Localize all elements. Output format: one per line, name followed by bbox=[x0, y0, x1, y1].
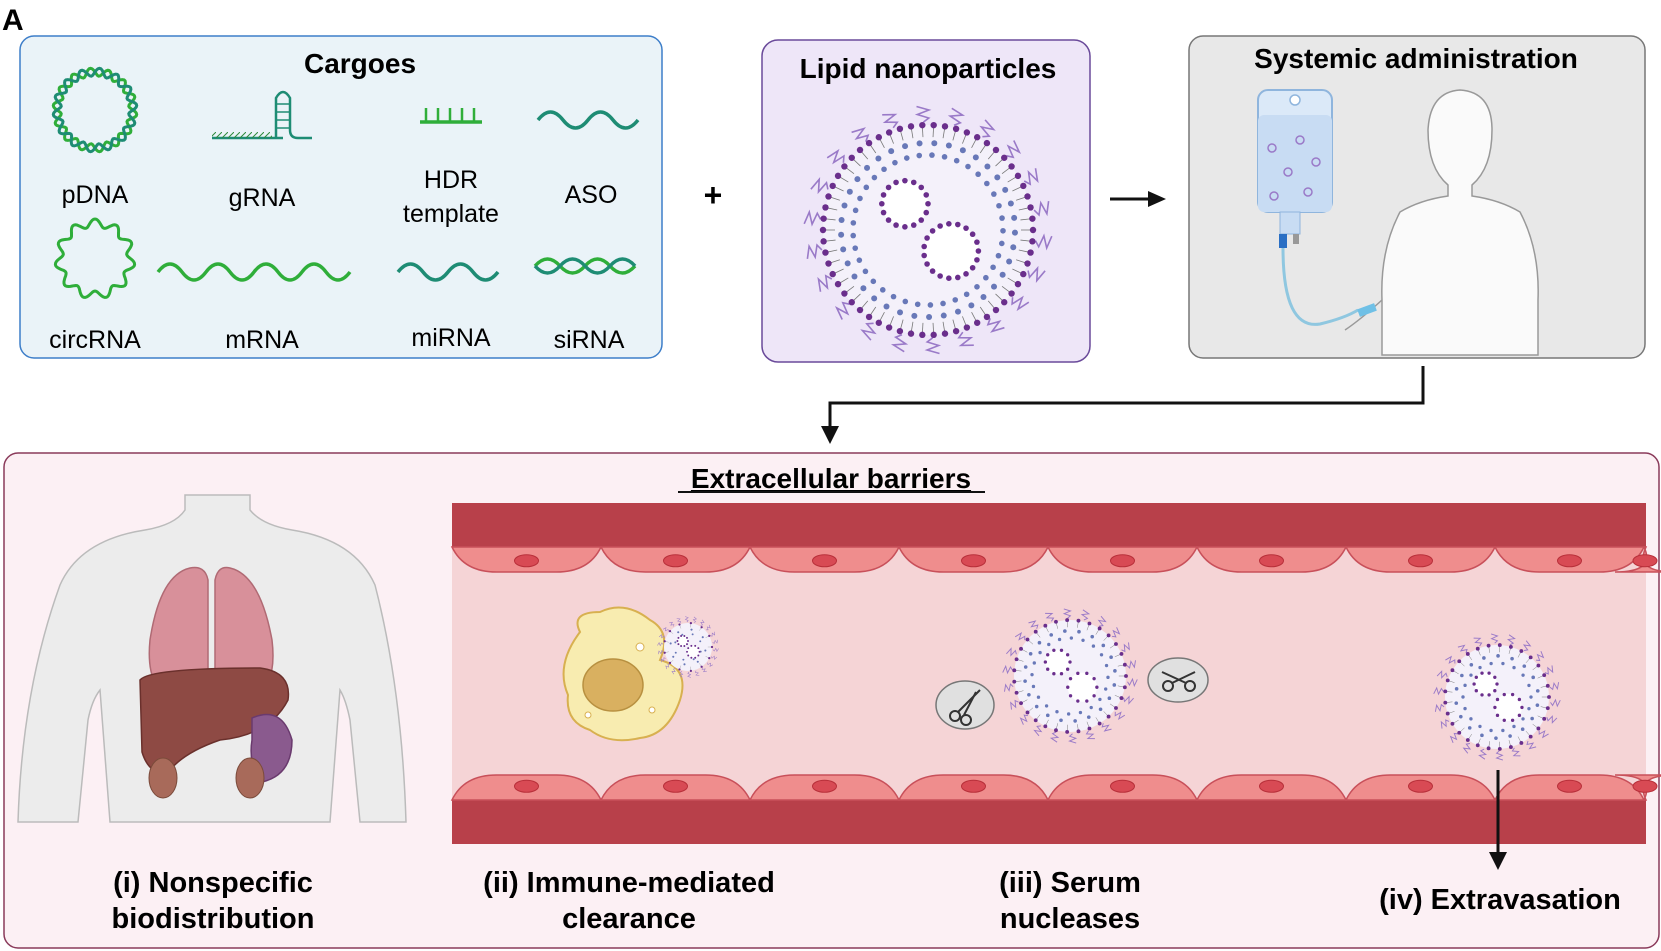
organs-icon bbox=[17, 494, 407, 823]
aso-icon bbox=[536, 110, 640, 130]
barrier-2-line1: (ii) Immune-mediated bbox=[483, 867, 775, 899]
panel-a-letter: A bbox=[2, 4, 24, 37]
barrier-1-line2: biodistribution bbox=[112, 903, 315, 935]
grna-label: gRNA bbox=[229, 184, 296, 212]
mirna-icon bbox=[396, 262, 500, 282]
panel-b: Extracellular barriers bbox=[3, 452, 1661, 949]
systemic-title: Systemic administration bbox=[1254, 43, 1578, 74]
lnp-extravasating-icon bbox=[1433, 633, 1561, 761]
arrow-to-administration bbox=[1110, 191, 1166, 207]
arrow-to-barriers bbox=[821, 366, 1425, 444]
barrier-3-line2: nucleases bbox=[1000, 903, 1140, 935]
plasmid-dna-icon bbox=[51, 66, 139, 154]
barrier-1-line1: (i) Nonspecific bbox=[113, 867, 313, 899]
barrier-4-line1: (iv) Extravasation bbox=[1379, 884, 1621, 916]
lnp-panel: Lipid nanoparticles bbox=[761, 39, 1091, 363]
mrna-icon bbox=[156, 262, 352, 282]
hdr-template-icon bbox=[420, 108, 482, 124]
macrophage-icon bbox=[562, 606, 684, 742]
sirna-icon bbox=[533, 257, 637, 275]
lnp-serum-icon bbox=[1002, 608, 1138, 744]
lipid-nanoparticle-icon bbox=[803, 105, 1053, 355]
sirna-label: siRNA bbox=[554, 326, 625, 354]
scissors-icon-2 bbox=[1147, 657, 1209, 703]
hdr-label-line2: template bbox=[403, 200, 499, 228]
plus-sign: + bbox=[704, 177, 723, 213]
lnp-title: Lipid nanoparticles bbox=[800, 53, 1057, 84]
iv-infusion-icon bbox=[1257, 89, 1539, 356]
circrna-label: circRNA bbox=[49, 326, 141, 354]
extravasation-arrow-icon bbox=[1489, 770, 1507, 870]
lnp-engulfed-icon bbox=[657, 616, 719, 678]
barrier-2-line2: clearance bbox=[562, 903, 696, 935]
pdna-label: pDNA bbox=[62, 181, 129, 209]
hdr-label-line1: HDR bbox=[424, 166, 478, 194]
guide-rna-icon bbox=[212, 90, 312, 140]
systemic-administration-panel: Systemic administration bbox=[1188, 35, 1646, 359]
aso-label: ASO bbox=[565, 181, 618, 209]
circular-rna-icon bbox=[53, 217, 137, 299]
barrier-3-line1: (iii) Serum bbox=[999, 867, 1141, 899]
mrna-label: mRNA bbox=[225, 326, 299, 354]
mirna-label: miRNA bbox=[411, 324, 490, 352]
panel-b-title: Extracellular barriers bbox=[691, 463, 971, 494]
cargoes-title: Cargoes bbox=[304, 48, 416, 79]
cargoes-panel: Cargoes pDNA gRNA HDR template bbox=[19, 35, 663, 359]
scissors-icon bbox=[935, 680, 995, 730]
